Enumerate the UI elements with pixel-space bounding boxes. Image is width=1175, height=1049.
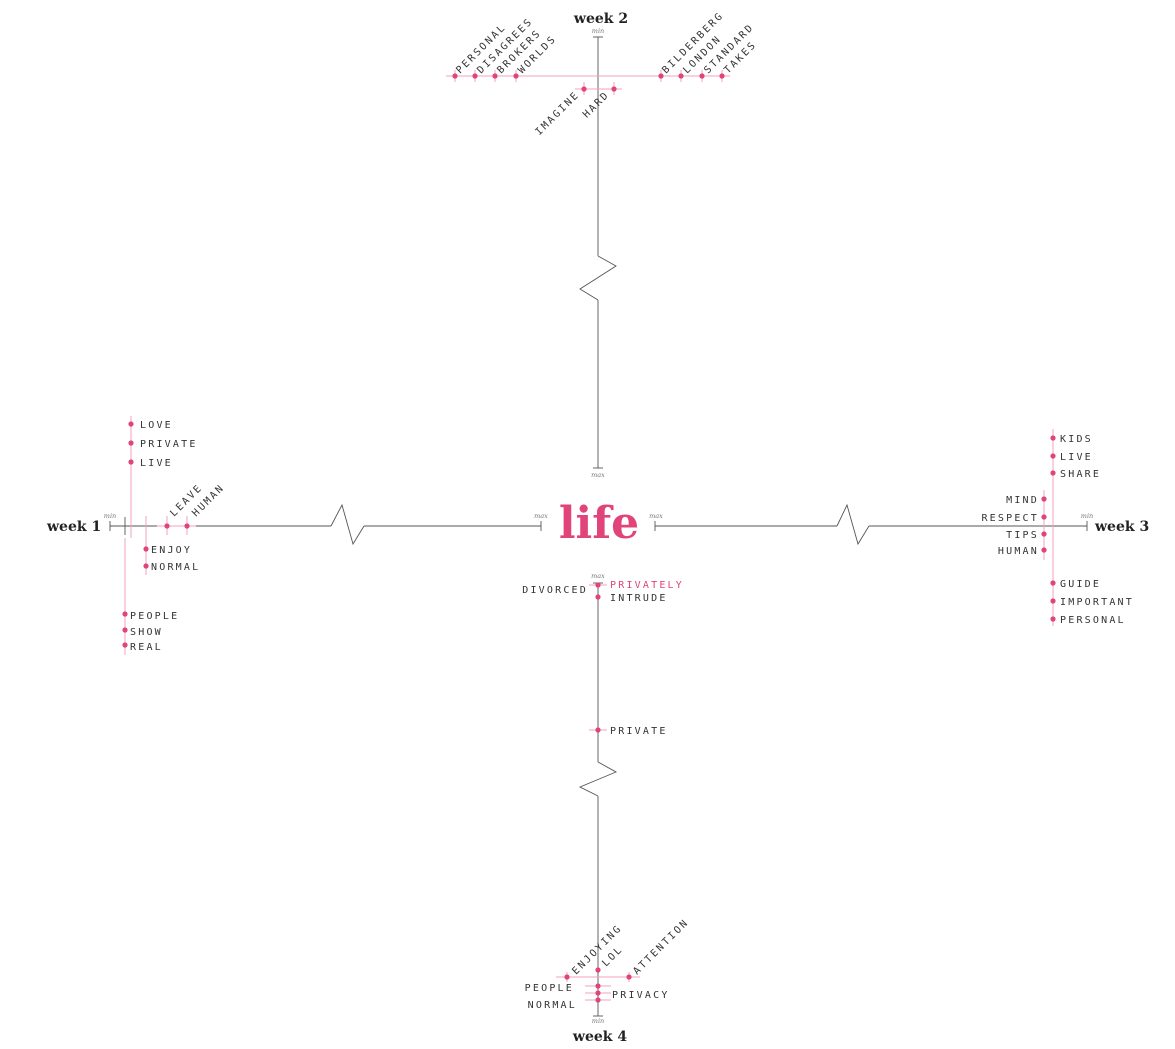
word-dot	[122, 627, 128, 633]
word-label: ATTENTION	[631, 917, 691, 977]
word-dot	[1041, 547, 1047, 553]
week4-words: DIVORCED PRIVATELY INTRUDE PRIVATE ENJOY…	[522, 580, 691, 1011]
week2-max-label: max	[591, 471, 605, 479]
word-label: NORMAL	[151, 562, 200, 573]
word-dot	[452, 73, 458, 79]
word-label: IMAGINE	[534, 89, 582, 137]
word-dot	[184, 523, 190, 529]
word-dot	[1050, 435, 1056, 441]
week4-max-label: max	[591, 572, 605, 580]
word-label: IMPORTANT	[1060, 597, 1134, 608]
center-word: life	[559, 498, 639, 549]
week3-axis: max min week 3	[649, 503, 1149, 546]
word-dot	[564, 974, 570, 980]
week2-axis: min max week 2	[573, 11, 628, 479]
word-dot	[1041, 514, 1047, 520]
word-dot	[143, 563, 149, 569]
word-dot	[143, 546, 149, 552]
word-label: HUMAN	[998, 546, 1039, 557]
word-dot	[678, 73, 684, 79]
word-label: SHARE	[1060, 469, 1101, 480]
word-label: TIPS	[1006, 530, 1039, 541]
word-label: PERSONAL	[1060, 615, 1126, 626]
word-dot	[595, 727, 601, 733]
word-dot	[1050, 616, 1056, 622]
word-dot	[164, 523, 170, 529]
word-dot	[595, 997, 601, 1003]
word-dot	[122, 642, 128, 648]
word-label: PEOPLE	[525, 983, 574, 994]
week1-max-label: max	[534, 512, 548, 520]
word-label: LOVE	[140, 420, 173, 431]
word-dot	[1041, 531, 1047, 537]
word-label: ENJOY	[151, 545, 192, 556]
word-dot	[1050, 580, 1056, 586]
word-dot	[1041, 496, 1047, 502]
week1-words: LOVE PRIVATE LIVE LEAVE HUMAN ENJOY NORM…	[122, 416, 227, 655]
word-label: LIVE	[140, 458, 173, 469]
word-dot	[128, 459, 134, 465]
week2-label: week 2	[573, 11, 628, 27]
word-label: PRIVACY	[612, 990, 670, 1001]
week1-min-label: min	[104, 512, 116, 520]
word-label: HARD	[581, 89, 612, 120]
week3-label: week 3	[1094, 519, 1149, 535]
word-dot	[595, 594, 601, 600]
week3-max-label: max	[649, 512, 663, 520]
word-dot	[595, 990, 601, 996]
word-label: PEOPLE	[130, 611, 179, 622]
week1-label: week 1	[46, 519, 101, 535]
word-dot	[1050, 598, 1056, 604]
word-label: KIDS	[1060, 434, 1093, 445]
word-dot	[626, 974, 632, 980]
week1-axis: min max week 1	[46, 503, 548, 546]
word-dot	[595, 582, 601, 588]
word-label: GUIDE	[1060, 579, 1101, 590]
word-dot	[1050, 453, 1056, 459]
word-dot	[699, 73, 705, 79]
word-label: REAL	[130, 642, 163, 653]
word-label: MIND	[1006, 495, 1039, 506]
week4-label: week 4	[572, 1029, 627, 1045]
word-label: LIVE	[1060, 452, 1093, 463]
week3-min-label: min	[1081, 512, 1093, 520]
week3-words: KIDS LIVE SHARE MIND RESPECT TIPS HUMAN …	[981, 429, 1134, 626]
word-dot	[581, 86, 587, 92]
word-dot	[122, 611, 128, 617]
word-label: NORMAL	[528, 1000, 577, 1011]
word-dot	[658, 73, 664, 79]
word-dot	[513, 73, 519, 79]
word-label: SHOW	[130, 627, 163, 638]
word-label: PRIVATE	[140, 439, 198, 450]
word-label: PRIVATE	[610, 726, 668, 737]
week4-min-label: min	[592, 1017, 604, 1025]
word-label-highlight: PRIVATELY	[610, 580, 684, 591]
word-dot	[611, 86, 617, 92]
week2-min-label: min	[592, 27, 604, 35]
word-dot	[595, 967, 601, 973]
word-dot	[1050, 470, 1056, 476]
word-dot	[472, 73, 478, 79]
word-label: DIVORCED	[522, 585, 588, 596]
word-dot	[595, 983, 601, 989]
word-dot	[128, 440, 134, 446]
word-label: RESPECT	[981, 513, 1039, 524]
word-dot	[492, 73, 498, 79]
word-dot	[128, 421, 134, 427]
word-label: INTRUDE	[610, 593, 668, 604]
word-dot	[719, 73, 725, 79]
